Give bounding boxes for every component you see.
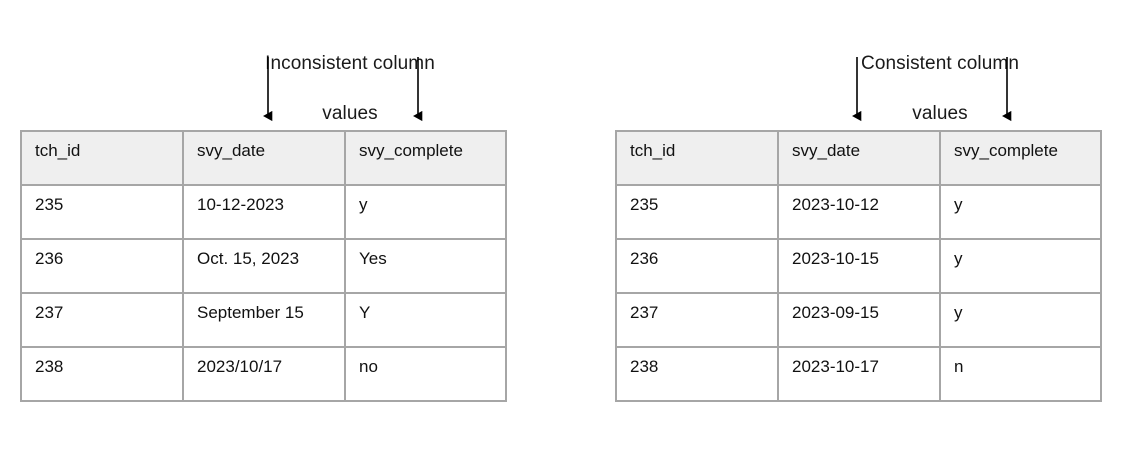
table-row: 237 2023-09-15 y <box>615 292 1102 348</box>
annotation-left-line-2: values <box>322 103 378 124</box>
annotation-left-line-1: Inconsistent column <box>265 53 435 74</box>
cell-svy-complete: y <box>344 184 507 240</box>
cell-svy-complete: n <box>939 346 1102 402</box>
cell-value: y <box>359 195 368 214</box>
column-header-tch-id: tch_id <box>615 130 779 186</box>
column-header-label: svy_date <box>197 141 266 160</box>
annotation-inconsistent-column-values: Inconsistent column values <box>215 26 485 151</box>
column-header-svy-complete: svy_complete <box>939 130 1102 186</box>
cell-svy-complete: Y <box>344 292 507 348</box>
column-header-tch-id: tch_id <box>20 130 184 186</box>
table-inconsistent: tch_id svy_date svy_complete 235 10-12-2… <box>20 130 507 402</box>
column-header-svy-date: svy_date <box>182 130 346 186</box>
cell-value: 236 <box>35 249 64 268</box>
cell-value: 235 <box>35 195 64 214</box>
cell-tch-id: 236 <box>20 238 184 294</box>
cell-tch-id: 235 <box>20 184 184 240</box>
table-header-row: tch_id svy_date svy_complete <box>20 130 507 186</box>
cell-value: 237 <box>630 303 659 322</box>
table-row: 238 2023-10-17 n <box>615 346 1102 402</box>
cell-value: 236 <box>630 249 659 268</box>
cell-svy-date: 2023-10-17 <box>777 346 941 402</box>
column-header-label: tch_id <box>35 141 81 160</box>
cell-value: 2023/10/17 <box>197 357 283 376</box>
cell-value: 238 <box>630 357 659 376</box>
cell-tch-id: 236 <box>615 238 779 294</box>
cell-svy-date: 2023-10-15 <box>777 238 941 294</box>
cell-value: 237 <box>35 303 64 322</box>
cell-value: Yes <box>359 249 387 268</box>
cell-svy-complete: y <box>939 184 1102 240</box>
cell-svy-date: 2023-09-15 <box>777 292 941 348</box>
cell-value: no <box>359 357 378 376</box>
cell-value: Oct. 15, 2023 <box>197 249 300 268</box>
cell-tch-id: 237 <box>20 292 184 348</box>
cell-value: 235 <box>630 195 659 214</box>
column-header-label: svy_date <box>792 141 861 160</box>
cell-value: 2023-10-15 <box>792 249 879 268</box>
cell-value: September 15 <box>197 303 304 322</box>
column-header-label: tch_id <box>630 141 676 160</box>
cell-svy-complete: no <box>344 346 507 402</box>
cell-tch-id: 235 <box>615 184 779 240</box>
table-row: 237 September 15 Y <box>20 292 507 348</box>
cell-value: n <box>954 357 964 376</box>
cell-svy-date: Oct. 15, 2023 <box>182 238 346 294</box>
cell-svy-date: September 15 <box>182 292 346 348</box>
cell-svy-date: 2023/10/17 <box>182 346 346 402</box>
annotation-right-line-1: Consistent column <box>861 53 1019 74</box>
column-header-svy-date: svy_date <box>777 130 941 186</box>
cell-value: 10-12-2023 <box>197 195 284 214</box>
cell-svy-date: 10-12-2023 <box>182 184 346 240</box>
column-header-label: svy_complete <box>359 141 463 160</box>
cell-value: y <box>954 303 963 322</box>
table-consistent: tch_id svy_date svy_complete 235 2023-10… <box>615 130 1102 402</box>
cell-value: y <box>954 195 963 214</box>
cell-value: 2023-10-17 <box>792 357 879 376</box>
table-row: 236 2023-10-15 y <box>615 238 1102 294</box>
table-consistent-grid: tch_id svy_date svy_complete 235 2023-10… <box>615 130 1102 402</box>
cell-svy-complete: y <box>939 238 1102 294</box>
column-header-svy-complete: svy_complete <box>344 130 507 186</box>
cell-svy-date: 2023-10-12 <box>777 184 941 240</box>
table-header-row: tch_id svy_date svy_complete <box>615 130 1102 186</box>
cell-tch-id: 238 <box>20 346 184 402</box>
table-row: 235 10-12-2023 y <box>20 184 507 240</box>
column-header-label: svy_complete <box>954 141 1058 160</box>
cell-value: 238 <box>35 357 64 376</box>
cell-svy-complete: Yes <box>344 238 507 294</box>
cell-value: 2023-09-15 <box>792 303 879 322</box>
cell-tch-id: 238 <box>615 346 779 402</box>
table-row: 236 Oct. 15, 2023 Yes <box>20 238 507 294</box>
cell-svy-complete: y <box>939 292 1102 348</box>
cell-value: Y <box>359 303 371 322</box>
table-inconsistent-grid: tch_id svy_date svy_complete 235 10-12-2… <box>20 130 507 402</box>
annotation-right-line-2: values <box>912 103 968 124</box>
cell-value: y <box>954 249 963 268</box>
cell-tch-id: 237 <box>615 292 779 348</box>
table-row: 235 2023-10-12 y <box>615 184 1102 240</box>
table-row: 238 2023/10/17 no <box>20 346 507 402</box>
annotation-consistent-column-values: Consistent column values <box>805 26 1075 151</box>
cell-value: 2023-10-12 <box>792 195 879 214</box>
